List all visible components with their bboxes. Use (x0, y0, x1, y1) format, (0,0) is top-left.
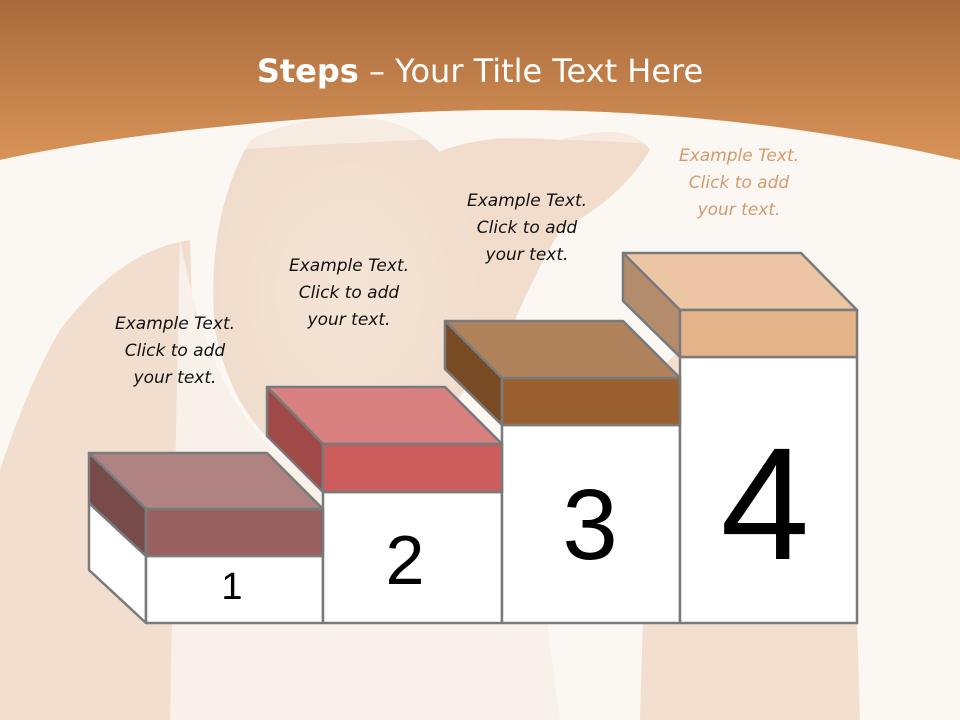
step-3-number: 3 (562, 469, 618, 581)
step-3-caption[interactable]: Example Text. Click to add your text. (437, 188, 617, 269)
header-band (0, 0, 960, 160)
step-1-line2: Click to add (124, 341, 226, 361)
step-2-caption[interactable]: Example Text. Click to add your text. (259, 253, 439, 334)
step-1-caption[interactable]: Example Text. Click to add your text. (85, 311, 265, 392)
step-2-line1: Example Text. (288, 256, 410, 276)
step-2-number: 2 (385, 521, 425, 599)
title-bold: Steps (256, 52, 359, 90)
step-2-line3: your text. (307, 310, 391, 330)
step-3-line2: Click to add (476, 218, 578, 238)
step-1-line1: Example Text. (114, 314, 236, 334)
step-4-number: 4 (720, 414, 810, 593)
step-2-line2: Click to add (298, 283, 400, 303)
step-1-line3: your text. (133, 368, 217, 388)
header-swoosh (0, 110, 960, 190)
step-1-number: 1 (221, 566, 243, 608)
step-3-line1: Example Text. (466, 191, 588, 211)
step-2-box-front (321, 442, 504, 494)
step-4-caption[interactable]: Example Text. Click to add your text. (649, 143, 829, 224)
step-3-box-front (500, 376, 682, 427)
step-boxes (87, 251, 859, 625)
step-4-line1: Example Text. (678, 146, 800, 166)
slide-title[interactable]: Steps – Your Title Text Here (0, 52, 960, 90)
step-4-line2: Click to add (688, 173, 790, 193)
title-rest: – Your Title Text Here (358, 52, 704, 90)
step-4-box-front (678, 308, 859, 359)
step-1-box-front (144, 507, 325, 558)
step-3-line3: your text. (485, 245, 569, 265)
step-4-line3: your text. (697, 200, 781, 220)
